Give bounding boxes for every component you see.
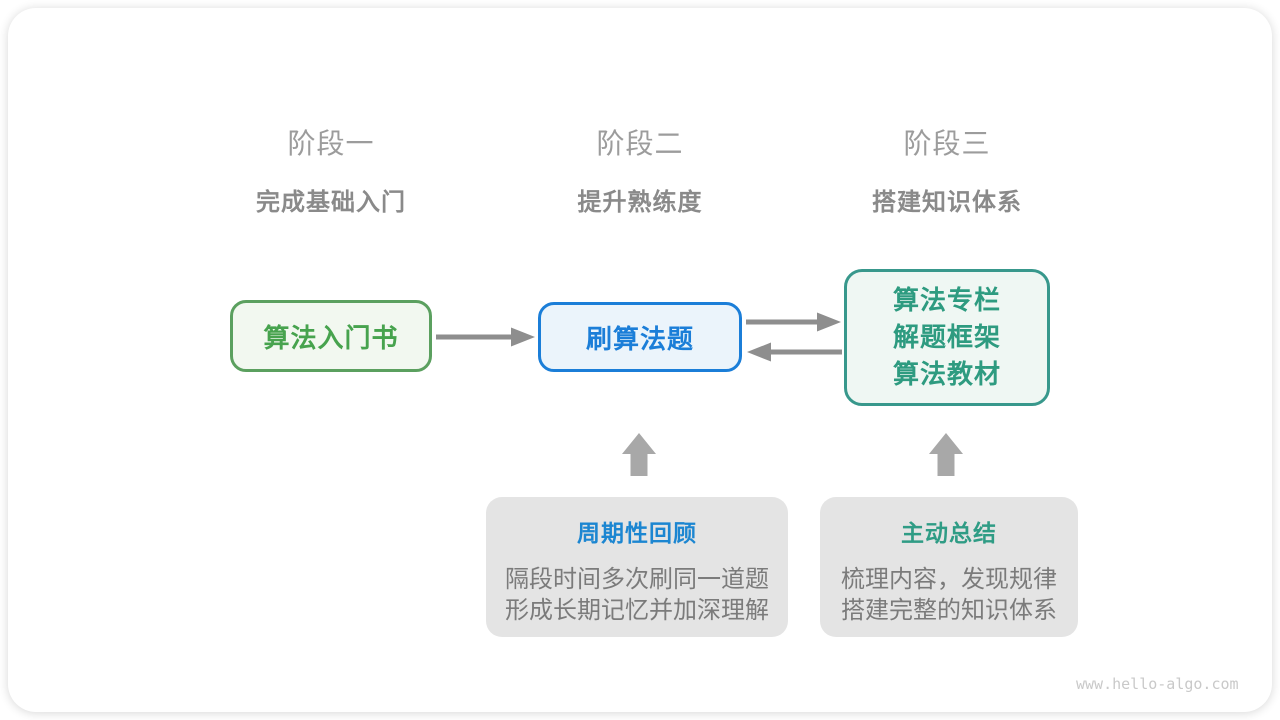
stage-header-1: 阶段一 完成基础入门	[171, 122, 491, 217]
watermark: www.hello-algo.com	[1076, 675, 1239, 693]
up-arrow-periodic-review	[622, 433, 656, 476]
callout-active-summary-body: 梳理内容，发现规律 搭建完整的知识体系	[820, 564, 1078, 626]
node-advanced-resources: 算法专栏 解题框架 算法教材	[844, 269, 1050, 406]
callout-periodic-review-title: 周期性回顾	[577, 520, 697, 546]
stage-1-subtitle: 完成基础入门	[256, 189, 406, 216]
arrow-intro-to-practice	[436, 327, 535, 347]
callout-active-summary: 主动总结 梳理内容，发现规律 搭建完整的知识体系	[820, 497, 1078, 637]
arrow-practice-to-resources	[746, 312, 841, 332]
node-resource-line-1: 算法专栏	[892, 285, 1001, 315]
diagram-canvas: 阶段一 完成基础入门 阶段二 提升熟练度 阶段三 搭建知识体系 算法入门书 刷算…	[8, 8, 1272, 712]
node-practice-problems-label: 刷算法题	[585, 323, 694, 354]
callout-active-summary-title: 主动总结	[901, 520, 997, 546]
stage-header-3: 阶段三 搭建知识体系	[787, 122, 1107, 217]
node-intro-book: 算法入门书	[230, 300, 432, 372]
node-intro-book-label: 算法入门书	[263, 322, 399, 353]
stage-3-label: 阶段三	[903, 128, 991, 159]
callout-active-summary-line-2: 搭建完整的知识体系	[841, 597, 1057, 624]
up-arrow-active-summary	[929, 433, 963, 476]
stage-3-subtitle: 搭建知识体系	[872, 189, 1022, 216]
node-resource-line-2: 解题框架	[892, 322, 1001, 352]
callout-periodic-review-line-1: 隔段时间多次刷同一道题	[505, 566, 769, 593]
stage-1-label: 阶段一	[287, 128, 375, 159]
callout-active-summary-line-1: 梳理内容，发现规律	[841, 566, 1057, 593]
callout-periodic-review: 周期性回顾 隔段时间多次刷同一道题 形成长期记忆并加深理解	[486, 497, 788, 637]
node-practice-problems: 刷算法题	[538, 302, 742, 372]
callout-periodic-review-body: 隔段时间多次刷同一道题 形成长期记忆并加深理解	[486, 564, 788, 626]
stage-2-label: 阶段二	[596, 128, 684, 159]
stage-header-2: 阶段二 提升熟练度	[480, 122, 800, 217]
node-resource-line-3: 算法教材	[892, 359, 1001, 389]
callout-periodic-review-line-2: 形成长期记忆并加深理解	[505, 597, 769, 624]
stage-2-subtitle: 提升熟练度	[577, 189, 703, 216]
arrow-resources-to-practice	[747, 342, 842, 362]
